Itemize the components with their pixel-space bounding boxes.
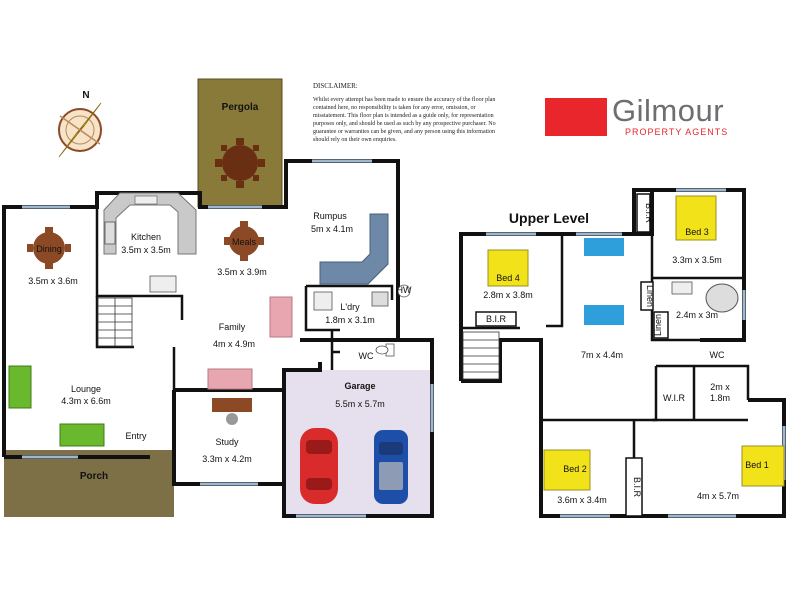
garage-size: 5.5m x 5.7m xyxy=(335,399,385,409)
kitchen-size: 3.5m x 3.5m xyxy=(121,245,171,255)
lounge-sofa-left-icon xyxy=(8,365,32,409)
bed2-icon xyxy=(543,449,591,491)
bir4-label: B.I.R xyxy=(486,314,507,324)
rumpus-label: Rumpus xyxy=(313,211,347,221)
meals-label: Meals xyxy=(232,237,257,247)
upper-wc-label: WC xyxy=(710,350,725,360)
study-label: Study xyxy=(215,437,239,447)
bed3-icon xyxy=(675,195,717,241)
bir3-label: B.I.R xyxy=(644,203,654,224)
logo-mark xyxy=(545,98,607,136)
upper-sofa-bottom-icon xyxy=(584,305,624,325)
bed3-size: 3.3m x 3.5m xyxy=(672,255,722,265)
study-desk-icon xyxy=(212,398,252,412)
meals-table-icon xyxy=(224,221,264,261)
stairs-ground xyxy=(97,297,133,347)
laundry-label: L'dry xyxy=(340,302,360,312)
fridge-icon xyxy=(149,275,177,293)
family-size: 4m x 4.9m xyxy=(213,339,255,349)
windows xyxy=(22,159,434,518)
laundry-size: 1.8m x 3.1m xyxy=(325,315,375,325)
dining-label: Dining xyxy=(36,244,62,254)
lounge-sofa-bottom-icon xyxy=(59,423,105,447)
porch-label: Porch xyxy=(80,471,108,482)
bed4-icon xyxy=(487,249,529,287)
entry-label: Entry xyxy=(125,431,147,441)
bed3-label: Bed 3 xyxy=(685,227,709,237)
stairs-upper xyxy=(462,331,500,380)
garage-label: Garage xyxy=(344,381,375,391)
bed4-size: 2.8m x 3.8m xyxy=(483,290,533,300)
logo-subtitle: PROPERTY AGENTS xyxy=(625,127,729,137)
wir-label: W.I.R xyxy=(663,393,685,403)
lounge-label: Lounge xyxy=(71,384,101,394)
meals-size: 3.5m x 3.9m xyxy=(217,267,267,277)
hot-water-icon xyxy=(397,284,411,298)
bed2-size: 3.6m x 3.4m xyxy=(557,495,607,505)
rumpus-size: 5m x 4.1m xyxy=(311,224,353,234)
bir2-closet xyxy=(625,457,643,517)
compass-north-label: N xyxy=(82,90,89,101)
outdoor-table-icon xyxy=(215,138,265,188)
bed2-label: Bed 2 xyxy=(563,464,587,474)
linen1-closet xyxy=(640,281,654,311)
family-label: Family xyxy=(219,322,246,332)
kitchen-label: Kitchen xyxy=(131,232,161,242)
logo-name: Gilmour xyxy=(612,93,725,128)
toilet-icon xyxy=(375,343,395,357)
study-size: 3.3m x 4.2m xyxy=(202,454,252,464)
bed1-label: Bed 1 xyxy=(745,460,769,470)
pergola-label: Pergola xyxy=(222,102,259,113)
study-chair-icon xyxy=(226,413,238,425)
washer-icon xyxy=(313,291,333,311)
linen1-label: Linen xyxy=(645,285,655,307)
bir3-closet xyxy=(636,193,651,233)
upper-interior-walls xyxy=(463,234,750,516)
bath-size: 2.4m x 3m xyxy=(676,310,718,320)
dining-size: 3.5m x 3.6m xyxy=(28,276,78,286)
upper-level-title: Upper Level xyxy=(509,210,589,226)
lounge-size: 4.3m x 6.6m xyxy=(61,396,111,406)
laundry-tub-icon xyxy=(371,291,389,307)
compass-icon xyxy=(58,102,102,158)
car-blue-icon xyxy=(374,430,408,504)
hw-label: HW xyxy=(397,285,412,295)
ground-wc-label: WC xyxy=(359,351,374,361)
ensuite-size-line1: 2m x xyxy=(710,382,730,392)
dining-table-icon xyxy=(27,227,71,269)
stove-icon xyxy=(104,221,116,245)
ground-interior-walls xyxy=(95,207,394,390)
bathtub-icon xyxy=(705,283,739,313)
lounge-sofa-top-icon xyxy=(207,368,253,390)
upper-sofa-top-icon xyxy=(584,238,624,256)
kitchen-bench-icon xyxy=(103,192,197,255)
rumpus-sofa-icon xyxy=(319,213,389,285)
linen2-label: Linen xyxy=(653,314,663,336)
living-size: 7m x 4.4m xyxy=(581,350,623,360)
disclaimer-body: Whilst every attempt has been made to en… xyxy=(313,97,496,143)
bir2-label: B.I.R xyxy=(632,477,642,498)
bir4-closet xyxy=(475,311,517,327)
linen2-closet xyxy=(653,311,669,339)
car-red-icon xyxy=(300,428,338,504)
disclaimer-title: DISCLAIMER: xyxy=(313,82,358,90)
bed4-label: Bed 4 xyxy=(496,273,520,283)
kitchen-sink-icon xyxy=(134,195,158,205)
bed1-icon xyxy=(741,445,785,487)
bed1-size: 4m x 5.7m xyxy=(697,491,739,501)
ensuite-size-line2: 1.8m xyxy=(710,393,730,403)
family-sofa-icon xyxy=(269,296,293,338)
vanity-icon xyxy=(671,281,693,295)
